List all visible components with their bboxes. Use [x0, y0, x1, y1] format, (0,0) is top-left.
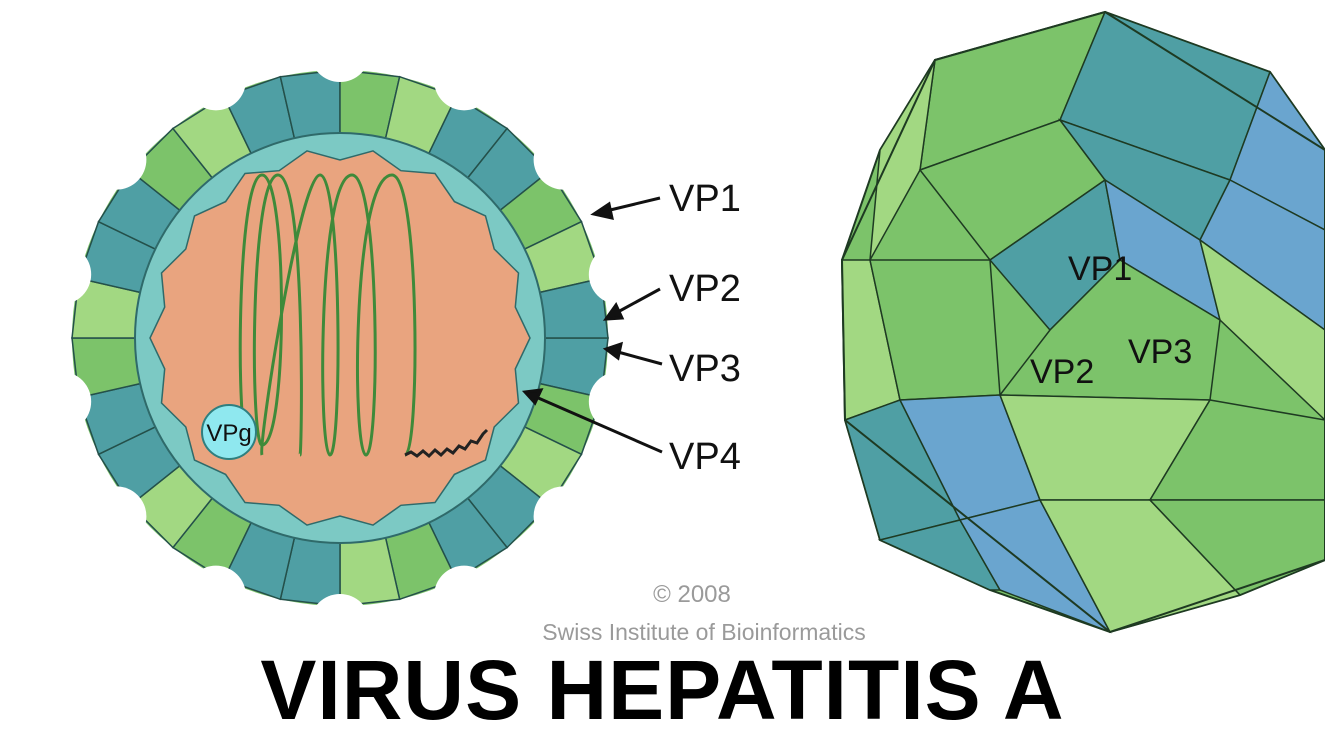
rim-notch — [186, 50, 246, 110]
capsid-label-vp1: VP1 — [1068, 250, 1132, 288]
label-vp4: VP4 — [669, 436, 741, 478]
rim-notch — [31, 372, 91, 432]
rim-notch — [186, 566, 246, 626]
arrow-vp1 — [606, 198, 660, 211]
rim-notch — [86, 130, 146, 190]
arrowhead-vp1 — [594, 204, 612, 218]
label-vp1: VP1 — [669, 178, 741, 220]
capsid-model: VP1 VP2 VP3 — [842, 12, 1325, 632]
capsid-label-vp2: VP2 — [1030, 353, 1094, 391]
rim-notch — [434, 50, 494, 110]
schematic-virion: VPg — [31, 22, 649, 654]
label-vp2: VP2 — [669, 268, 741, 310]
rim-notch — [434, 566, 494, 626]
arrowhead-vp3 — [606, 344, 621, 358]
rim-notch — [534, 130, 594, 190]
rim-notch — [589, 244, 649, 304]
rim-notch — [31, 244, 91, 304]
vpg-label: VPg — [206, 420, 251, 447]
copyright-year: © 2008 — [653, 581, 731, 608]
page-title: VIRUS HEPATITIS A — [0, 640, 1325, 743]
rim-notch — [534, 486, 594, 546]
arrow-vp3 — [618, 352, 662, 364]
arrowhead-vp2 — [606, 305, 622, 319]
rim-notch — [310, 22, 370, 82]
capsid-label-vp3: VP3 — [1128, 333, 1192, 371]
rim-notch — [86, 486, 146, 546]
label-vp3: VP3 — [669, 348, 741, 390]
